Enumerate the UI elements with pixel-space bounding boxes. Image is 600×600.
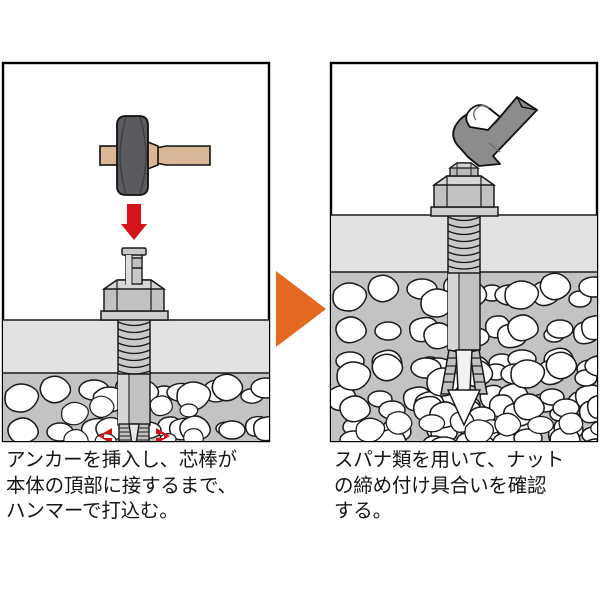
washer-right [430,206,499,217]
hammer-strike-arrow [121,204,147,240]
anchor-assembly-right [430,162,499,427]
hex-nut-right [431,175,497,208]
hammer-icon [99,115,211,196]
anchor-assembly-left [98,247,170,441]
threaded-shaft-right [447,212,481,274]
panel-step-2 [329,61,599,443]
core-pin-left [121,247,147,285]
caption-step-1: アンカーを挿入し、芯棒が 本体の頂部に接するまで、 ハンマーで打込む。 [6,449,237,522]
threaded-shaft-left [117,317,151,375]
core-pin-right [448,162,480,177]
caption-step-2: スパナ類を用いて、ナット の締め付け具合いを確認 する。 [334,449,565,522]
washer-left [100,310,169,321]
wrench-icon [452,96,538,167]
step-progress-arrow [276,271,326,347]
expansion-sleeve-left [118,423,150,441]
panel-step-1 [1,61,271,443]
anchor-expansion-arrows-left [98,428,170,441]
